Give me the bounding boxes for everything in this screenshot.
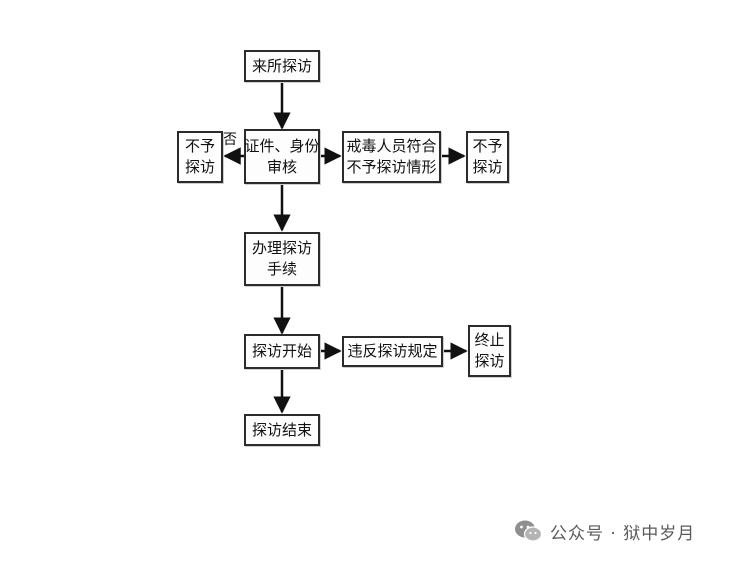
node-deny-right-line-1: 不予 <box>472 137 503 155</box>
node-procedure-line-1: 办理探访 <box>251 239 312 257</box>
node-start: 来所探访 <box>244 50 320 82</box>
node-verify-line-2: 审核 <box>266 157 297 176</box>
node-deny-left-line-1: 不予 <box>184 137 215 155</box>
wechat-icon <box>515 520 542 542</box>
node-condition: 戒毒人员符合 不予探访情形 <box>342 131 441 183</box>
node-visit-end: 探访结束 <box>244 414 320 446</box>
node-deny-right: 不予 探访 <box>466 131 509 183</box>
node-violation: 违反探访规定 <box>342 336 443 367</box>
node-violation-label: 违反探访规定 <box>347 342 438 360</box>
node-deny-left: 不予 探访 <box>177 131 223 183</box>
node-condition-line-2: 不予探访情形 <box>346 158 437 176</box>
watermark-text: 公众号 · 狱中岁月 <box>550 523 696 544</box>
node-procedure-line-2: 手续 <box>266 260 297 278</box>
node-procedure: 办理探访 手续 <box>244 232 320 286</box>
node-visit-start-label: 探访开始 <box>251 342 312 360</box>
node-verify: 证件、身份 审核 <box>244 129 320 184</box>
node-terminate-line-1: 终止 <box>474 331 505 349</box>
node-terminate: 终止 探访 <box>468 325 511 377</box>
node-deny-right-line-2: 探访 <box>472 158 503 176</box>
node-terminate-line-2: 探访 <box>474 352 505 370</box>
node-deny-left-line-2: 探访 <box>184 158 215 176</box>
node-visit-start: 探访开始 <box>244 334 320 369</box>
node-start-label: 来所探访 <box>251 56 312 75</box>
watermark: 公众号 · 狱中岁月 <box>514 518 695 544</box>
node-condition-line-1: 戒毒人员符合 <box>346 137 437 155</box>
node-verify-line-1: 证件、身份 <box>244 136 320 155</box>
edge-label-no: 否 <box>223 132 237 148</box>
node-visit-end-label: 探访结束 <box>251 420 312 439</box>
